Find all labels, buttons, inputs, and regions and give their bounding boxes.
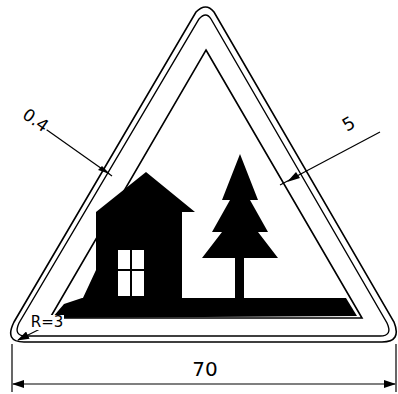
dimension-line	[13, 383, 395, 384]
ground	[52, 298, 357, 318]
leader-line	[18, 328, 42, 340]
extension-line	[11, 344, 12, 392]
dimension-label: 5	[339, 113, 360, 135]
dimension-label: 70	[191, 359, 218, 379]
dimension-line	[280, 132, 380, 185]
extension-line	[395, 344, 396, 392]
dimension-label: R=3	[30, 315, 65, 330]
inner-triangle	[50, 50, 362, 318]
tree	[202, 154, 278, 258]
sign-outline	[11, 7, 397, 342]
sign-border	[17, 15, 389, 336]
window	[118, 250, 144, 296]
tree-trunk	[235, 256, 244, 300]
house	[82, 172, 195, 300]
